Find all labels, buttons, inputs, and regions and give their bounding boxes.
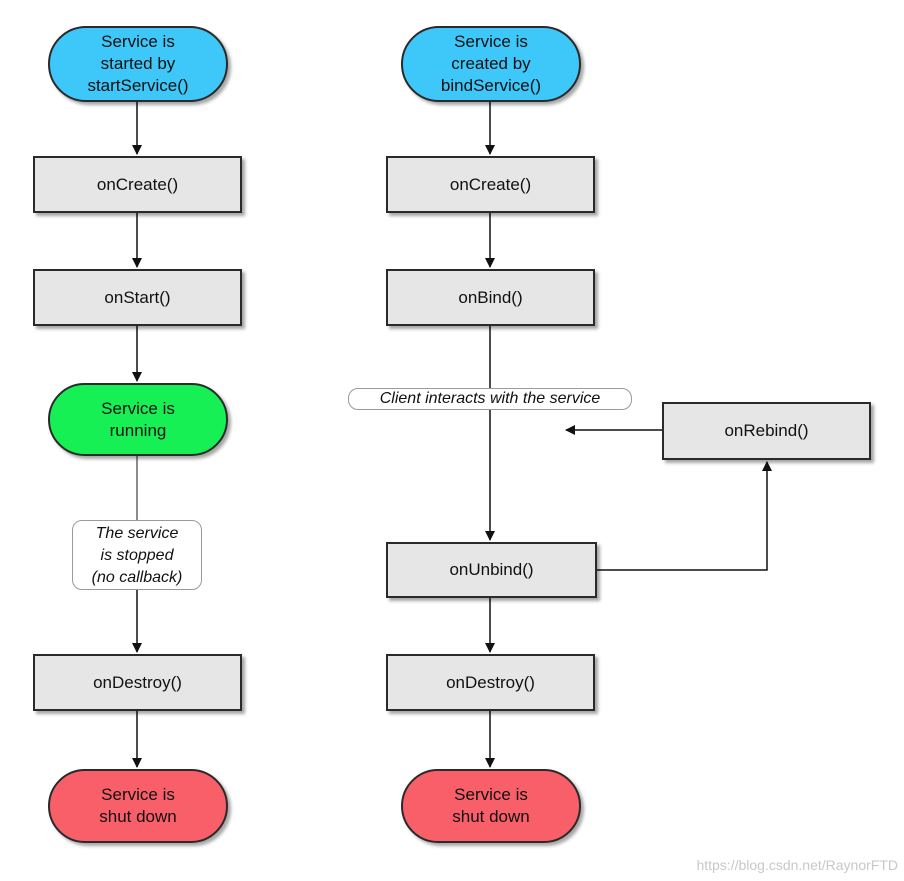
- shut-down-node-left: Service is shut down: [48, 769, 228, 843]
- edge-onunbind-onrebind: [597, 461, 772, 571]
- oncreate-box-left: onCreate(): [33, 156, 242, 213]
- created-by-bindservice-node: Service is created by bindService(): [401, 26, 581, 102]
- ondestroy-box-left: onDestroy(): [33, 654, 242, 711]
- onstart-box: onStart(): [33, 269, 242, 326]
- ondestroy-box-right: onDestroy(): [386, 654, 595, 711]
- oncreate-box-right: onCreate(): [386, 156, 595, 213]
- started-by-startservice-node: Service is started by startService(): [48, 26, 228, 102]
- service-stopped-note: The service is stopped (no callback): [72, 520, 202, 590]
- service-running-node: Service is running: [48, 383, 228, 456]
- watermark-text: https://blog.csdn.net/RaynorFTD: [696, 857, 898, 873]
- onrebind-box: onRebind(): [662, 402, 871, 460]
- onbind-box: onBind(): [386, 269, 595, 326]
- shut-down-node-right: Service is shut down: [401, 769, 581, 843]
- client-interacts-note: Client interacts with the service: [348, 388, 632, 410]
- onunbind-box: onUnbind(): [386, 542, 597, 598]
